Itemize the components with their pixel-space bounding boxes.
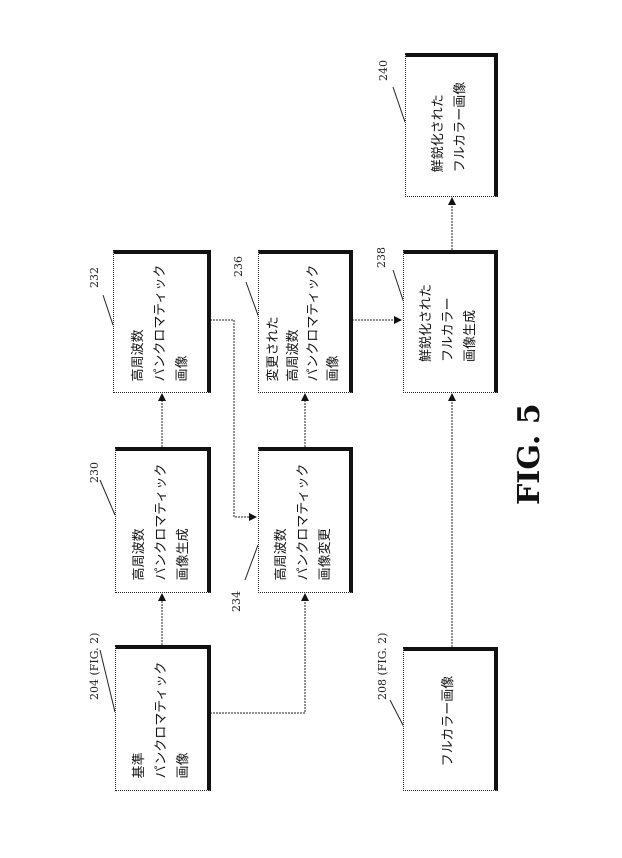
box-label: フルカラー画像 xyxy=(438,675,460,766)
ref-240: 240 xyxy=(377,60,390,81)
ref-236: 236 xyxy=(232,256,245,277)
box-modified-high-freq-pan-image: 変更された 高周波数 パンクロマティック 画像 xyxy=(258,250,353,393)
leader-230 xyxy=(100,480,115,515)
leader-232 xyxy=(103,295,113,325)
box-label: 高周波数 パンクロマティック 画像生成 xyxy=(129,463,195,580)
arrow-204-to-234 xyxy=(210,594,305,713)
figure-title: FIG. 5 xyxy=(512,403,547,505)
box-label: 変更された 高周波数 パンクロマティック 画像 xyxy=(264,265,344,382)
box-reference-pan-image: 基準 パンクロマティック 画像 xyxy=(115,645,211,791)
leader-204 xyxy=(100,650,115,712)
box-generate-high-freq-pan: 高周波数 パンクロマティック 画像生成 xyxy=(115,447,211,593)
box-full-color-image: フルカラー画像 xyxy=(403,647,498,791)
ref-208: 208 (FIG. 2) xyxy=(376,633,389,700)
box-high-freq-pan-image: 高周波数 パンクロマティック 画像 xyxy=(113,250,211,393)
box-modify-high-freq-pan: 高周波数 パンクロマティック 画像変更 xyxy=(258,447,353,593)
box-label: 高周波数 パンクロマティック 画像 xyxy=(128,265,194,382)
ref-234: 234 xyxy=(230,591,243,612)
box-label: 鮮鋭化された フルカラー 画像生成 xyxy=(416,284,482,362)
box-label: 基準 パンクロマティック 画像 xyxy=(129,661,195,778)
ref-204: 204 (FIG. 2) xyxy=(88,633,101,700)
leader-240 xyxy=(393,87,405,122)
ref-238: 238 xyxy=(375,247,388,268)
leader-208 xyxy=(390,700,404,727)
box-sharpened-full-color-image: 鮮鋭化された フルカラー画像 xyxy=(405,53,498,197)
leader-234 xyxy=(245,545,258,580)
ref-232: 232 xyxy=(88,267,101,288)
arrow-232-to-234 xyxy=(210,320,256,517)
box-label: 高周波数 パンクロマティック 画像変更 xyxy=(271,463,337,580)
box-label: 鮮鋭化された フルカラー画像 xyxy=(428,81,472,172)
ref-230: 230 xyxy=(88,462,101,483)
box-generate-sharpened-full-color: 鮮鋭化された フルカラー 画像生成 xyxy=(403,250,498,393)
